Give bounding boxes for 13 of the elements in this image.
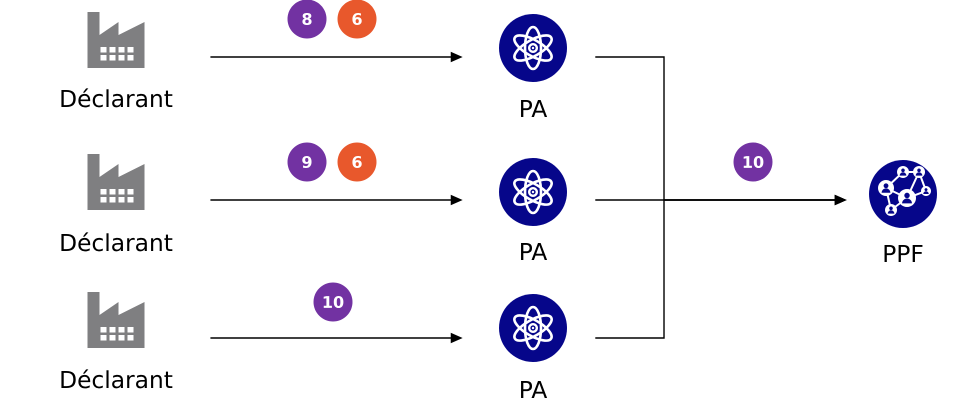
number-badge: 6 (338, 142, 376, 182)
node-label: Déclarant (61, 88, 172, 108)
number-badge: 8 (288, 0, 326, 38)
node-label: PA (521, 380, 548, 398)
number-badge: 10 (734, 142, 772, 182)
node-label: PA (521, 100, 548, 117)
number-badge: 6 (338, 0, 376, 38)
number-badge: 10 (314, 282, 352, 322)
node-label: Déclarant (61, 232, 172, 252)
node-label: PA (521, 242, 548, 260)
node-label: PPF (884, 244, 922, 262)
node-label: Déclarant (61, 369, 172, 388)
number-badge: 9 (288, 142, 326, 182)
